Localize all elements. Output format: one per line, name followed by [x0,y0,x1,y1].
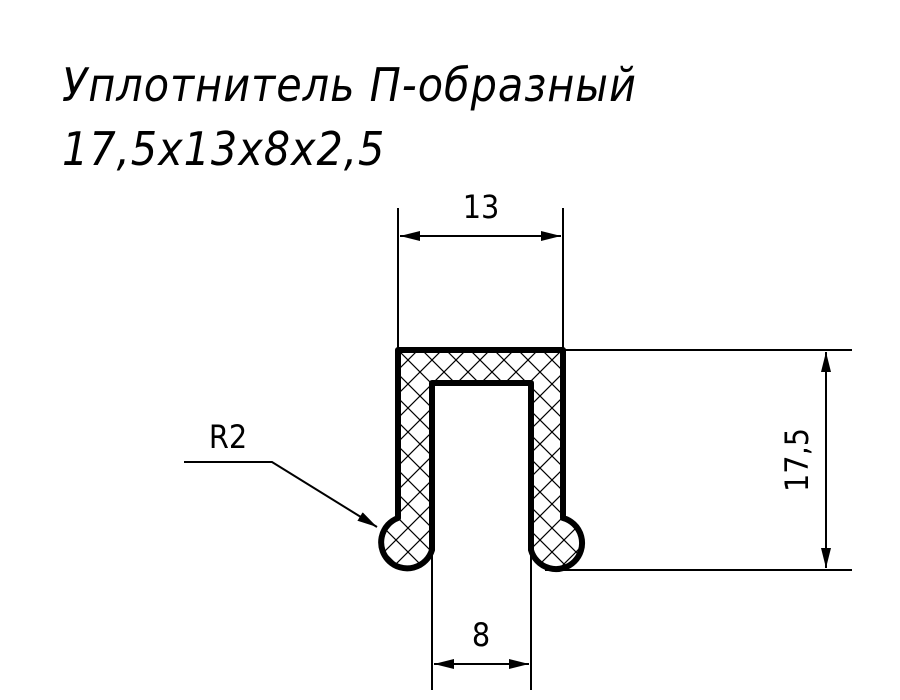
radius-label: R2 [209,418,247,456]
title-line-1: Уплотнитель П-образный [62,58,637,112]
radius-leader [184,461,378,528]
title-line-2: 17,5x13x8x2,5 [62,122,386,176]
dim-label-right: 17,5 [778,428,816,492]
dim-label-bottom: 8 [472,616,490,654]
dim-label-top: 13 [463,188,500,226]
profile-section [378,347,586,573]
